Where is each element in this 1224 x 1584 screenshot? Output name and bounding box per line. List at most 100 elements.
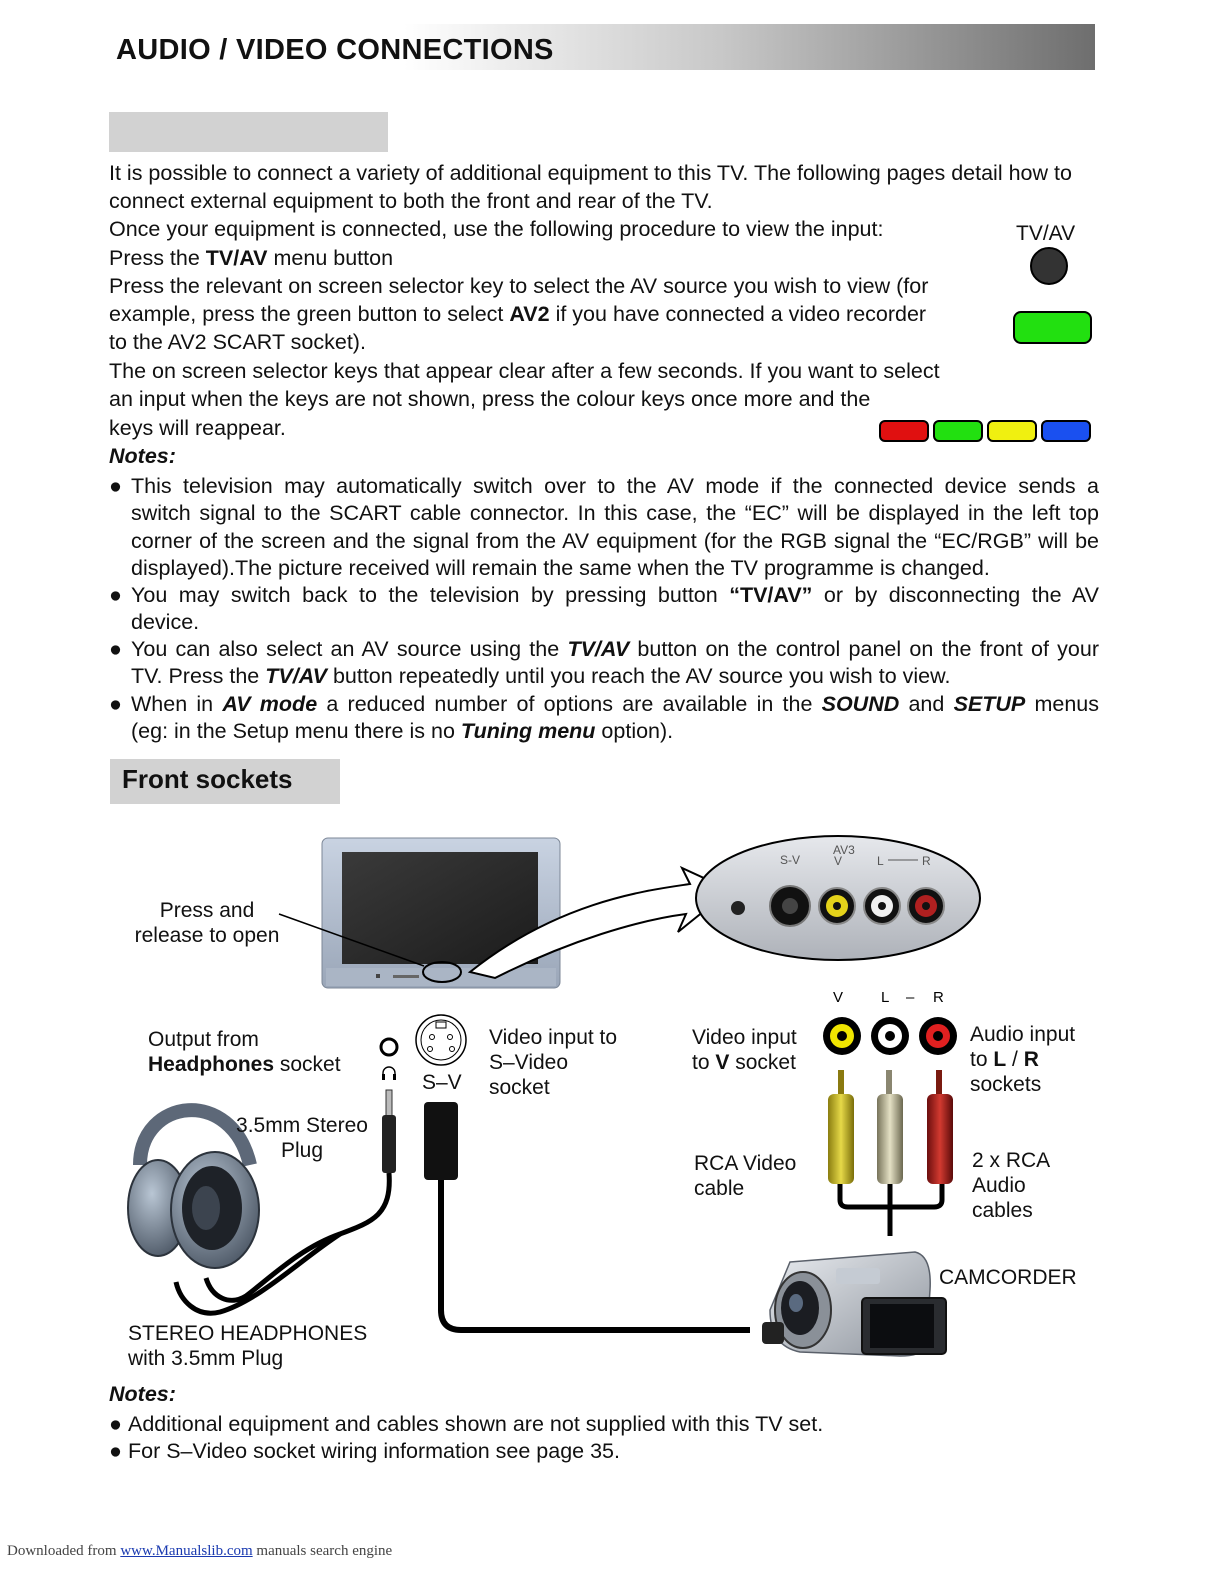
press-line-1: Press and <box>159 899 255 922</box>
pointer-line <box>278 913 425 967</box>
rcaa-line-3: cables <box>972 1199 1033 1222</box>
rca-v-socket-icon <box>823 1017 861 1055</box>
panel-sv-label: S-V <box>780 853 800 867</box>
note4-l2-c: option). <box>595 719 674 744</box>
svideo-line-1: Video input to <box>489 1026 618 1049</box>
rca-cables-icon <box>828 1070 953 1236</box>
rca-r-socket-icon <box>919 1017 957 1055</box>
press-pre: Press the <box>109 246 206 270</box>
rca-l-socket-icon <box>871 1017 909 1055</box>
green-key-icon <box>1013 311 1092 344</box>
note3-l2-post: button repeatedly until you reach the AV… <box>326 664 951 689</box>
headphone-socket-icon <box>379 1037 399 1057</box>
rcaa-line-1: 2 x RCA <box>972 1149 1051 1172</box>
note2-key: “TV/AV” <box>729 583 813 607</box>
rca-audio-label: 2 x RCA Audio cables <box>972 1148 1050 1223</box>
colour-key-1 <box>879 420 929 442</box>
note3-pre: You can also select an AV source using t… <box>131 637 568 661</box>
note2-line1: You may switch back to the television by… <box>131 582 1099 609</box>
ain2-mid: / <box>1006 1048 1024 1071</box>
intro-line-2: connect external equipment to both the f… <box>109 189 713 213</box>
note-bullet-4: ● When in AV mode a reduced number of op… <box>109 691 1099 747</box>
note4-l2-b: Tuning menu <box>460 719 596 744</box>
bullet-dot: ● <box>109 692 122 716</box>
output-line-2: Headphones socket <box>148 1052 341 1077</box>
plug-line-1: 3.5mm Stereo <box>236 1114 368 1137</box>
note2-b1-text: Additional equipment and cables shown ar… <box>127 1412 824 1436</box>
front-panel-icon: AV3 S-V V L R <box>695 835 981 961</box>
rca-video-label: RCA Video cable <box>694 1151 796 1201</box>
rcaa-line-2: Audio <box>972 1174 1026 1197</box>
press-release-label: Press and release to open <box>128 898 286 948</box>
tv-set-icon <box>321 837 561 989</box>
vv2-post: socket <box>729 1051 796 1074</box>
colour-key-3 <box>987 420 1037 442</box>
vlr-dash-label: – <box>906 989 915 1006</box>
video-input-line-1: Video input <box>692 1026 797 1049</box>
output-socket: socket <box>274 1053 341 1076</box>
notes-heading-2: Notes: <box>109 1382 176 1406</box>
selector-line-1: Press the relevant on screen selector ke… <box>109 274 929 298</box>
colour-key-2 <box>933 420 983 442</box>
bullet-dot: ● <box>109 1412 122 1436</box>
note1-line4: displayed).The picture received will rem… <box>131 555 990 580</box>
note1-line1: This television may automatically switch… <box>131 474 1099 498</box>
panel-r-label: R <box>922 854 931 868</box>
vv2-pre: to <box>692 1051 716 1074</box>
footer-pre: Downloaded from <box>7 1543 121 1559</box>
note2-pre: You may switch back to the television by… <box>131 583 730 607</box>
note3-post: button on the control panel on the front… <box>629 637 1099 661</box>
note3-key: TV/AV <box>567 637 630 661</box>
bullet-dot: ● <box>109 637 122 661</box>
video-input-line-2: to V socket <box>692 1050 797 1075</box>
vlr-v-label: V <box>833 989 843 1006</box>
audio-line-1: Audio input <box>970 1023 1076 1046</box>
note4-line1: When in AV mode a reduced number of opti… <box>131 691 1099 718</box>
audio-input-label: Audio input to L / R sockets <box>970 1022 1075 1097</box>
note-bullet-3: ● You can also select an AV source using… <box>109 636 1099 692</box>
note2-line2: device. <box>131 610 200 635</box>
output-line-1: Output from <box>148 1028 259 1051</box>
intro-line-1: It is possible to connect a variety of a… <box>109 161 1072 185</box>
note2-bullet-1: ● Additional equipment and cables shown … <box>109 1410 823 1439</box>
note3-l2-pre: TV. Press the <box>131 664 266 689</box>
subheading-box <box>109 112 388 152</box>
note4-g: menus <box>1025 692 1099 716</box>
rca-line-1: RCA Video <box>694 1152 797 1175</box>
svideo-line-2: S–Video <box>489 1051 569 1074</box>
note3-l2-key: TV/AV <box>265 664 327 689</box>
ain2-l: L <box>993 1048 1007 1071</box>
tvav-button-icon <box>1030 247 1068 285</box>
colour-key-4 <box>1041 420 1091 442</box>
camcorder-icon <box>762 1251 947 1357</box>
note1-line3: corner of the screen and the signal from… <box>131 528 1099 553</box>
selector-line-3: to the AV2 SCART socket). <box>109 330 366 354</box>
stereo-plug-icon <box>173 1089 396 1316</box>
headphone-symbol-icon <box>382 1066 396 1080</box>
note2-b2-text: For S–Video socket wiring information se… <box>127 1439 620 1463</box>
manualslib-link[interactable]: www.Manualslib.com <box>120 1543 253 1559</box>
note3-line1: You can also select an AV source using t… <box>131 636 1099 663</box>
clear-line-1: The on screen selector keys that appear … <box>109 359 940 383</box>
note4-line2: (eg: in the Setup menu there is no Tunin… <box>131 718 1099 745</box>
audio-line-3: sockets <box>970 1073 1042 1096</box>
colour-keys-icon <box>879 420 1095 443</box>
note4-e: and <box>899 692 954 716</box>
vlr-l-label: L <box>881 989 889 1006</box>
page-title: AUDIO / VIDEO CONNECTIONS <box>116 34 554 66</box>
video-input-label: Video input to V socket <box>692 1025 797 1075</box>
stereo-plug-label: 3.5mm Stereo Plug <box>226 1113 378 1163</box>
sv-label: S–V <box>422 1071 462 1094</box>
headphones-icon <box>127 1103 260 1269</box>
door-highlight-ellipse <box>422 961 462 983</box>
press-post: menu button <box>267 246 394 270</box>
panel-l-label: L <box>877 854 884 868</box>
bullet-dot: ● <box>109 474 122 498</box>
tvav-label: TV/AV <box>1016 222 1076 245</box>
note-bullet-1: ● This television may automatically swit… <box>109 473 1099 583</box>
front-sockets-box <box>110 759 340 804</box>
ain2-r: R <box>1023 1048 1039 1071</box>
note2-post: or by disconnecting the AV <box>812 583 1099 607</box>
plug-line-2: Plug <box>280 1139 324 1162</box>
